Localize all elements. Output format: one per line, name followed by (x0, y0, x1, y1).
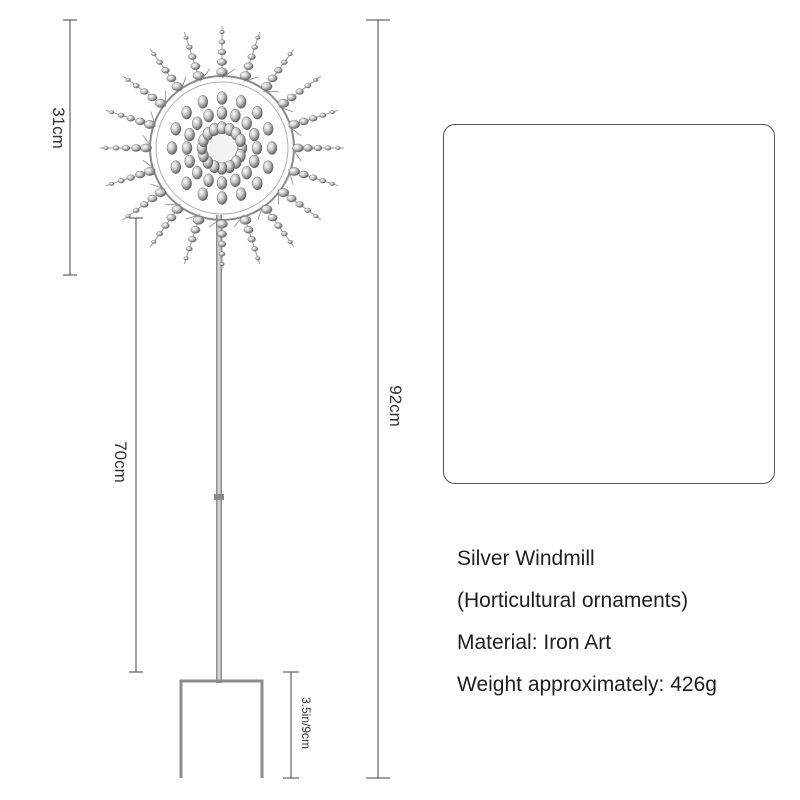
spinner-diameter-label: 31cm (49, 107, 68, 149)
spec-line-category: (Horticultural ornaments) (457, 589, 689, 612)
stake-length-label: 70cm (111, 441, 130, 483)
stake (179, 215, 264, 778)
ground-spike-label: 3.5in/9cm (299, 696, 313, 750)
dimension-lines (63, 19, 390, 779)
inset-frame (443, 124, 775, 484)
windmill-spinner (100, 26, 344, 270)
spec-line-weight: Weight approximately: 426g (457, 673, 717, 696)
total-height-label: 92cm (386, 385, 405, 427)
product-specs: Silver Windmill (Horticultural ornaments… (457, 538, 717, 706)
spec-line-material: Material: Iron Art (457, 631, 612, 654)
spec-line-name: Silver Windmill (457, 547, 595, 570)
